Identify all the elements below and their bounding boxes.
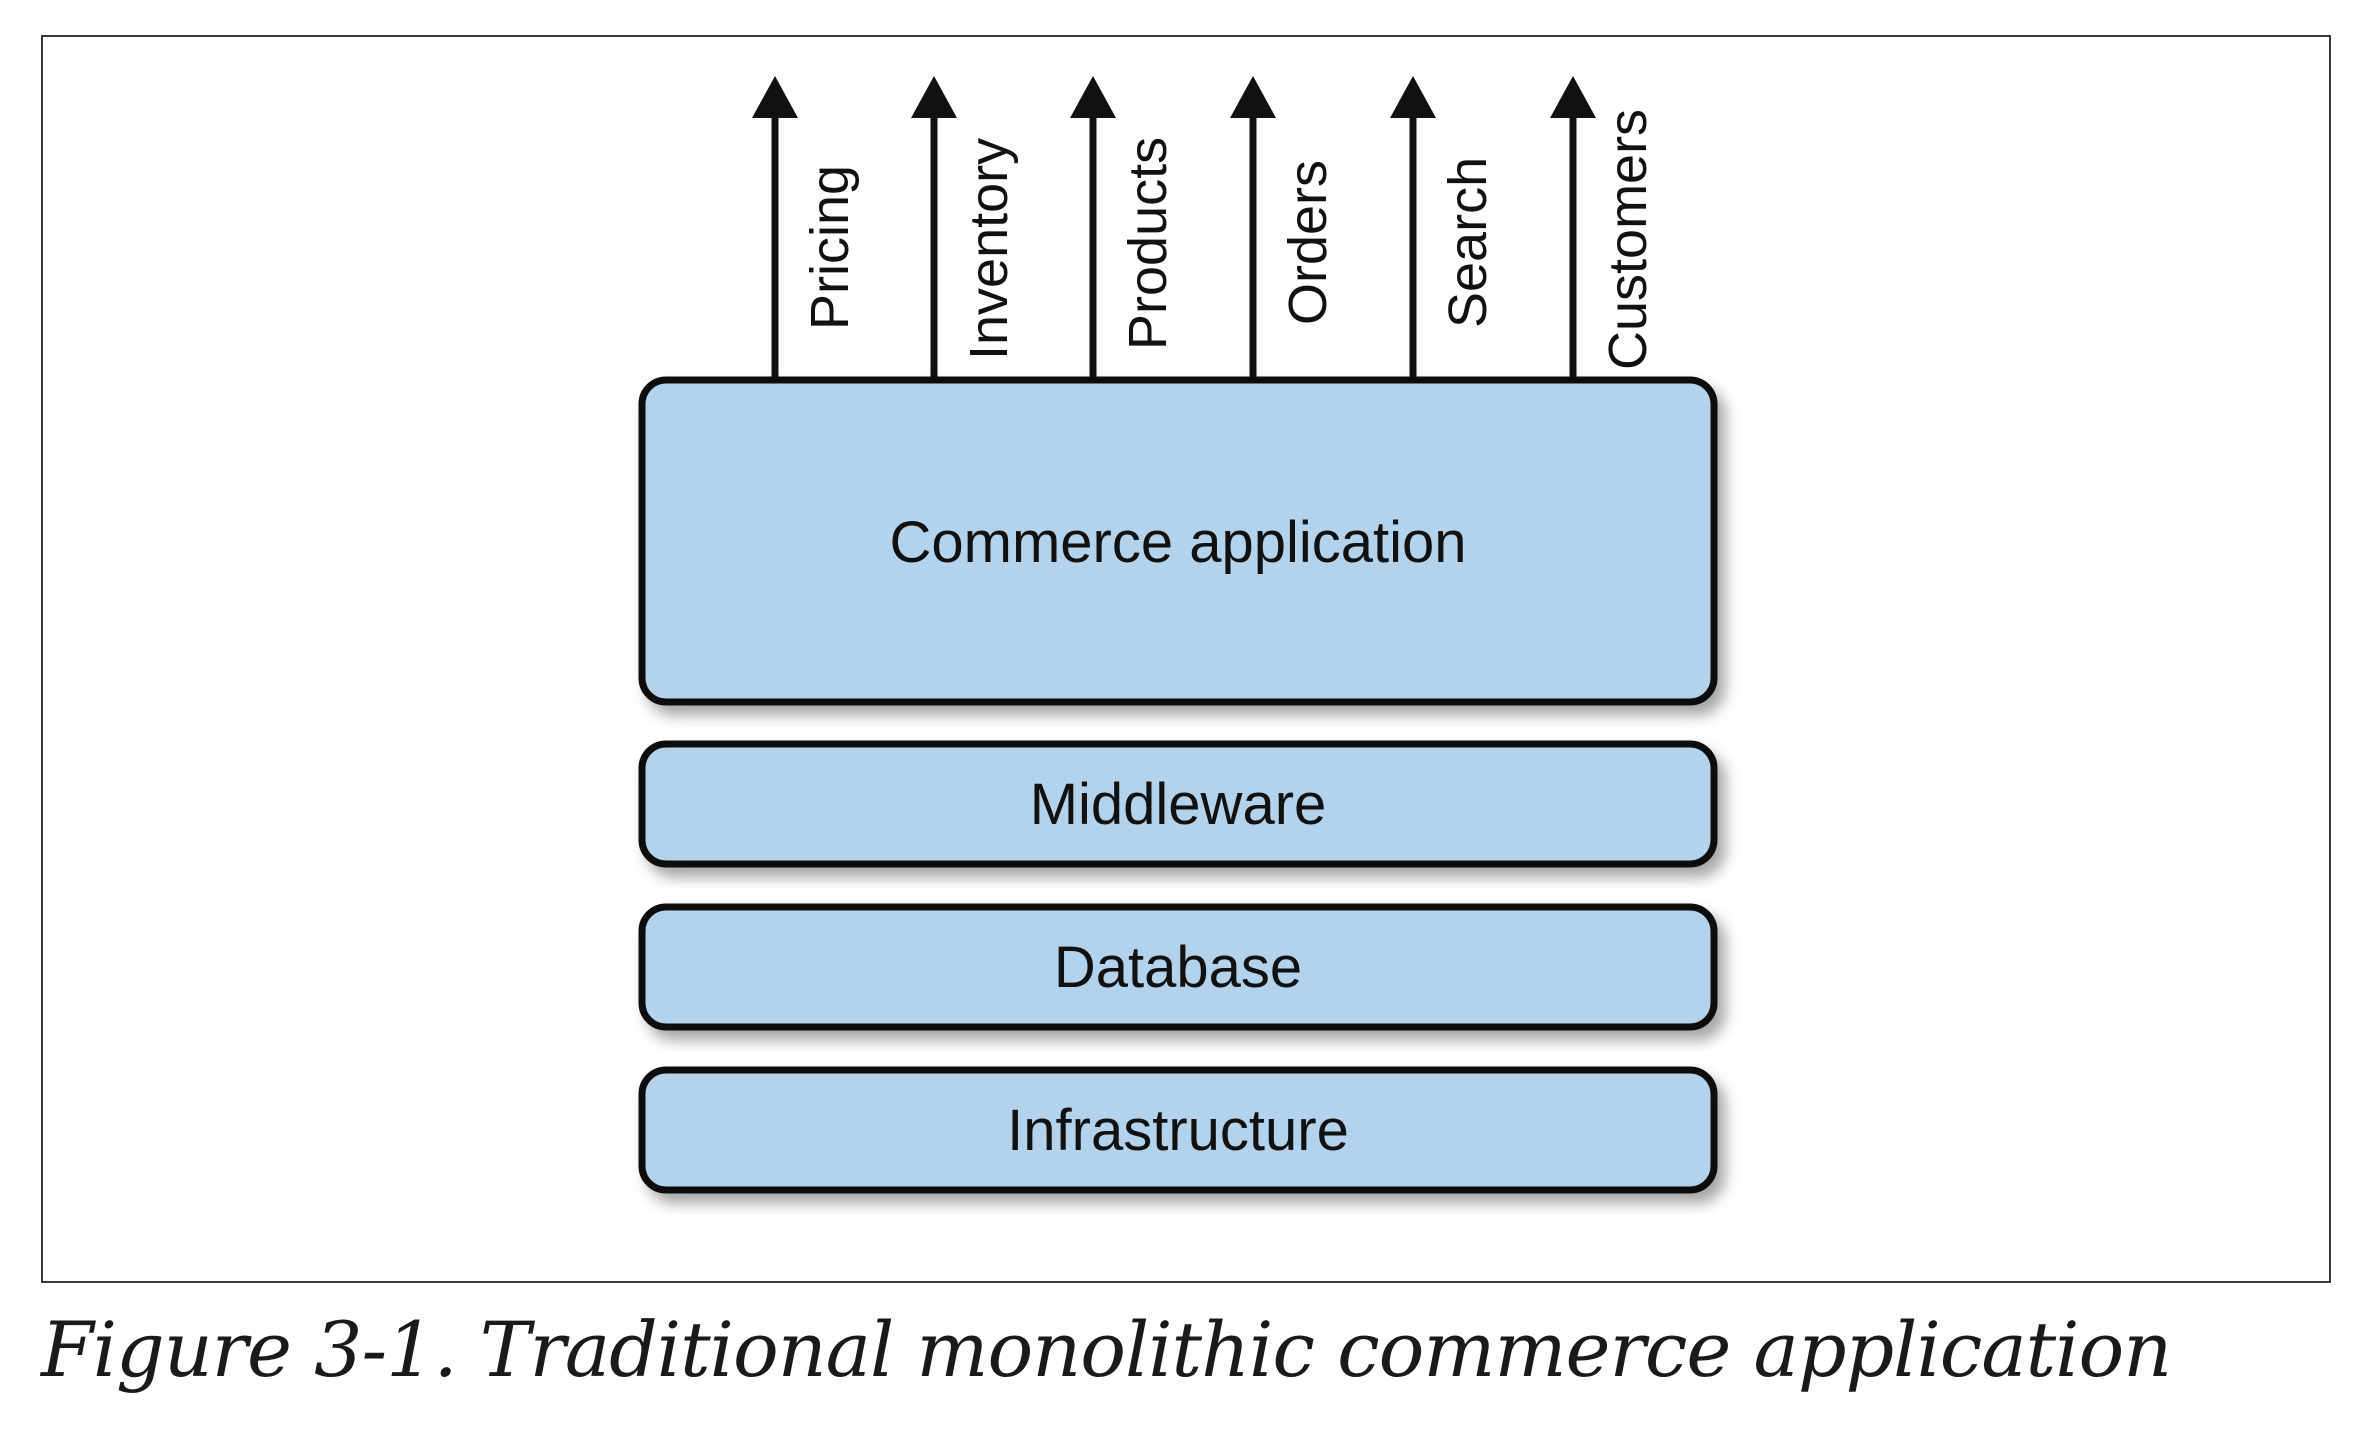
arrow-head xyxy=(1550,76,1596,118)
arrow-label-pricing: Pricing xyxy=(800,165,860,330)
arrow-label-products: Products xyxy=(1118,137,1178,350)
arrow-label-customers: Customers xyxy=(1598,109,1658,370)
arrow-head xyxy=(1390,76,1436,118)
arrow-products: Products xyxy=(1070,76,1178,380)
arrow-search: Search xyxy=(1390,76,1498,380)
layer-box xyxy=(638,903,1718,1031)
arrow-label-inventory: Inventory xyxy=(959,138,1019,360)
layer-label-middleware: Middleware xyxy=(1030,772,1327,837)
arrow-head xyxy=(752,76,798,118)
api-arrows: Pricing Inventory Products Orders Search… xyxy=(752,76,1658,380)
arrow-head xyxy=(911,76,957,118)
layer-label-database: Database xyxy=(1054,935,1302,1000)
layer-infrastructure: Infrastructure xyxy=(638,1066,1718,1194)
layer-box xyxy=(638,1066,1718,1194)
arrow-pricing: Pricing xyxy=(752,76,860,380)
layer-database: Database xyxy=(638,903,1718,1031)
layer-label-infrastructure: Infrastructure xyxy=(1007,1098,1349,1163)
arrow-label-search: Search xyxy=(1438,157,1498,328)
arrow-head xyxy=(1070,76,1116,118)
arrow-orders: Orders xyxy=(1230,76,1338,380)
arrow-customers: Customers xyxy=(1550,76,1658,380)
arrow-label-orders: Orders xyxy=(1278,160,1338,325)
layer-middleware: Middleware xyxy=(638,740,1718,868)
layer-box xyxy=(638,740,1718,868)
stack-layers: Commerce application Middleware Database… xyxy=(638,376,1718,1194)
layer-box xyxy=(638,376,1718,706)
arrow-inventory: Inventory xyxy=(911,76,1019,380)
layer-commerce-application: Commerce application xyxy=(638,376,1718,706)
layer-label-commerce-application: Commerce application xyxy=(889,510,1466,575)
figure-caption: Figure 3-1. Traditional monolithic comme… xyxy=(41,1305,2172,1394)
arrow-head xyxy=(1230,76,1276,118)
